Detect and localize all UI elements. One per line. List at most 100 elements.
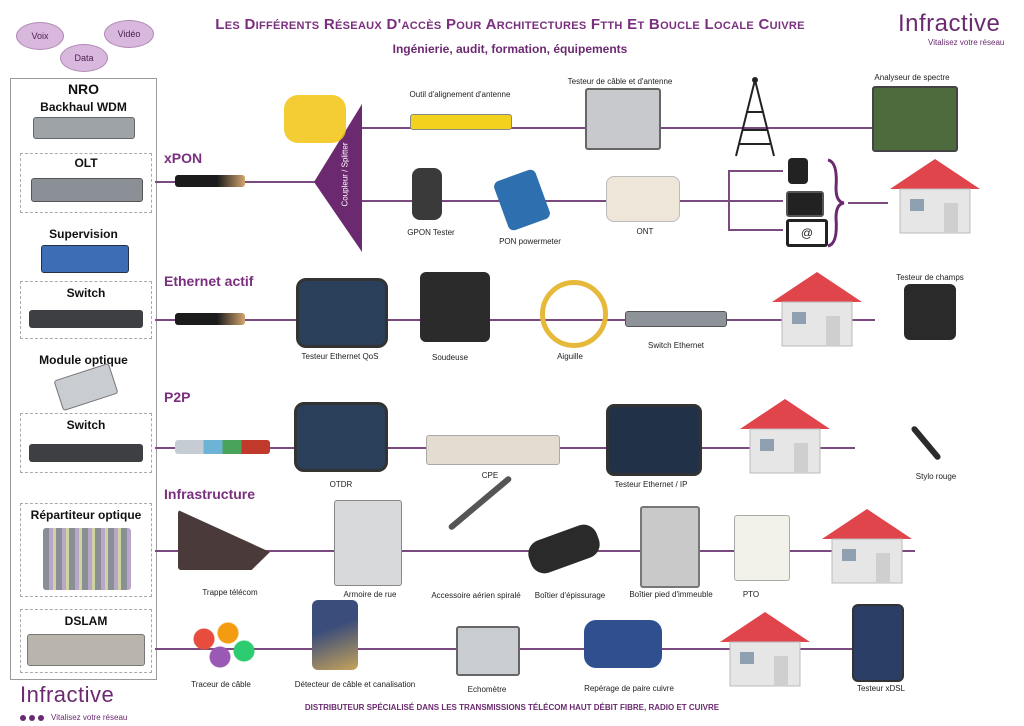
copper-cable-icon bbox=[175, 440, 270, 454]
xpon-lower-line bbox=[362, 200, 732, 202]
ethernet-line bbox=[155, 319, 875, 321]
splice-closure bbox=[524, 520, 604, 578]
ethernet-ip-tester bbox=[606, 404, 702, 476]
house-icon-p2p bbox=[740, 399, 830, 474]
supervision-device bbox=[41, 245, 129, 273]
switch2-box: Switch bbox=[20, 413, 152, 473]
caption-pto: PTO bbox=[742, 590, 760, 599]
row-title-xpon: xPON bbox=[164, 150, 203, 166]
page-title: Les Différents Réseaux D'accès Pour Arch… bbox=[215, 16, 805, 33]
caption-detecteur: Détecteur de câble et canalisation bbox=[294, 680, 416, 689]
row-title-p2p: P2P bbox=[164, 389, 191, 405]
aerial-accessory bbox=[447, 474, 513, 532]
splitter-triangle bbox=[314, 104, 362, 252]
olt-device bbox=[31, 178, 143, 202]
bubble-voix: Voix bbox=[16, 22, 64, 50]
antenna-tower-icon bbox=[735, 77, 775, 157]
computer-icon: @ bbox=[786, 219, 828, 247]
bubble-video: Vidéo bbox=[104, 20, 154, 48]
brace-icon bbox=[827, 158, 845, 248]
fiber-patch-icon bbox=[284, 95, 346, 143]
caption-trappe: Trappe télécom bbox=[202, 588, 258, 597]
antenna-alignment-tool bbox=[410, 114, 512, 130]
building-box bbox=[640, 506, 700, 588]
splitter-label: Coupleur / Splitter bbox=[340, 142, 350, 207]
caption-analyseur: Analyseur de spectre bbox=[874, 73, 950, 82]
backhaul-device bbox=[33, 117, 135, 139]
caption-alignement: Outil d'alignement d'antenne bbox=[409, 90, 511, 99]
cpe-device bbox=[426, 435, 560, 465]
caption-boitier-pied: Boîtier pied d'immeuble bbox=[629, 590, 713, 599]
caption-armoire: Armoire de rue bbox=[343, 590, 397, 599]
switch1-box: Switch bbox=[20, 281, 152, 339]
cable-tracer bbox=[180, 615, 260, 675]
red-pen bbox=[910, 424, 942, 462]
olt-box: OLT bbox=[20, 153, 152, 213]
ont-branch-phone bbox=[728, 170, 783, 172]
caption-gpon: GPON Tester bbox=[407, 228, 455, 237]
footer-text: Distributeur spécialisé dans les transmi… bbox=[304, 703, 720, 712]
switch2-device bbox=[29, 444, 143, 462]
caption-otdr: OTDR bbox=[329, 480, 353, 489]
caption-boitier-ep: Boîtier d'épissurage bbox=[534, 591, 606, 600]
row-title-infra: Infrastructure bbox=[164, 486, 256, 502]
fiber-cable-icon bbox=[175, 175, 245, 187]
echometer bbox=[456, 626, 520, 676]
dslam-box: DSLAM bbox=[20, 609, 152, 673]
otdr-device bbox=[294, 402, 388, 472]
caption-traceur: Traceur de câble bbox=[191, 680, 251, 689]
caption-ont: ONT bbox=[636, 227, 654, 236]
cable-antenna-tester bbox=[585, 88, 661, 150]
xdsl-tester bbox=[852, 604, 904, 682]
pair-locator bbox=[584, 620, 662, 668]
phone-icon bbox=[788, 158, 808, 184]
repartiteur-box: Répartiteur optique bbox=[20, 503, 152, 597]
backhaul-label: Backhaul WDM bbox=[40, 100, 127, 114]
caption-accessoire: Accessoire aérien spiralé bbox=[431, 591, 521, 600]
gpon-tester bbox=[412, 168, 442, 220]
cable-rodder bbox=[540, 280, 608, 348]
caption-cpe: CPE bbox=[481, 471, 499, 480]
telecom-hatch bbox=[178, 510, 270, 570]
caption-xdsl: Testeur xDSL bbox=[856, 684, 906, 693]
row-title-ethernet: Ethernet actif bbox=[164, 273, 254, 289]
ont-branch-tv bbox=[728, 200, 783, 202]
brand-logo-bottom: Infractive Vitalisez votre réseau bbox=[20, 682, 128, 722]
fiber-cable-icon-2 bbox=[175, 313, 245, 325]
caption-soudeuse: Soudeuse bbox=[431, 353, 469, 362]
caption-reperage: Repérage de paire cuivre bbox=[584, 684, 674, 693]
ethernet-qos-tester bbox=[296, 278, 388, 348]
house-icon-ethernet bbox=[772, 272, 862, 347]
brace-house-line bbox=[848, 202, 888, 204]
fusion-splicer bbox=[420, 272, 490, 342]
caption-echometre: Echomètre bbox=[467, 685, 507, 694]
pto-box bbox=[734, 515, 790, 581]
caption-pon-power: PON powermeter bbox=[499, 237, 561, 246]
page-subtitle: Ingénierie, audit, formation, équipement… bbox=[392, 42, 628, 56]
ethernet-switch bbox=[625, 311, 727, 327]
module-label: Module optique bbox=[39, 353, 128, 367]
tv-icon bbox=[786, 191, 824, 217]
caption-aiguille: Aiguille bbox=[557, 352, 583, 361]
house-icon-infra bbox=[822, 509, 912, 584]
nro-label: NRO bbox=[67, 81, 100, 97]
pon-powermeter bbox=[492, 168, 552, 232]
module-device bbox=[53, 362, 119, 412]
caption-eth-ip: Testeur Ethernet / IP bbox=[614, 480, 688, 489]
caption-switch-eth: Switch Ethernet bbox=[647, 341, 705, 350]
bubble-data: Data bbox=[60, 44, 108, 72]
caption-testeur-champs: Testeur de champs bbox=[896, 273, 964, 282]
caption-eth-qos: Testeur Ethernet QoS bbox=[301, 352, 379, 361]
spectrum-analyzer bbox=[872, 86, 958, 152]
supervision-label: Supervision bbox=[49, 227, 118, 241]
cable-detector bbox=[312, 600, 358, 670]
caption-stylo: Stylo rouge bbox=[915, 472, 957, 481]
ont-branch-data bbox=[728, 229, 783, 231]
caption-testeur-cable: Testeur de câble et d'antenne bbox=[567, 77, 673, 86]
nro-panel: NRO Backhaul WDM OLT Supervision Switch … bbox=[10, 78, 157, 680]
street-cabinet bbox=[334, 500, 402, 586]
ont-device bbox=[606, 176, 680, 222]
repartiteur-device bbox=[43, 528, 131, 590]
house-icon-xpon bbox=[890, 159, 980, 234]
field-tester bbox=[904, 284, 956, 340]
